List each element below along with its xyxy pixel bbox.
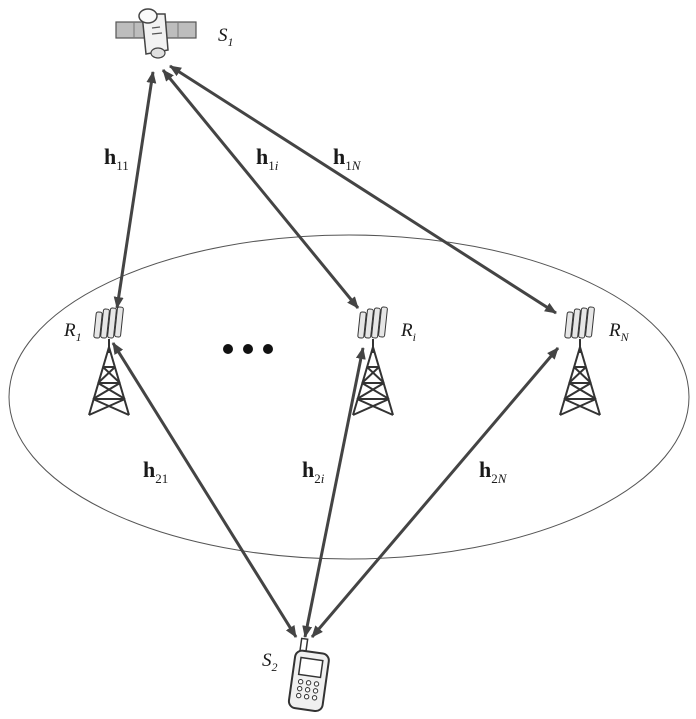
label-rn-sub: N [620,330,629,344]
label-s2-main: S [262,650,272,671]
h2i-sub-b: i [320,471,325,486]
label-ri: Ri [401,321,416,343]
label-ri-sub: i [412,330,416,344]
label-s1-sub: 1 [227,35,234,49]
relay-coverage-ellipse [8,234,690,560]
relay-tower-icon-i [352,306,394,416]
h1n-sub-b: N [351,158,361,173]
link-h11 [113,71,157,309]
h11-sub-a: 1 [116,158,123,173]
relay-tower-icon-n [559,306,601,416]
satellite-icon [115,8,197,59]
h11-sub-b: 1 [122,158,129,173]
label-rn: RN [609,321,629,343]
channel-label-h21: h21 [143,457,169,486]
link-h1i [161,69,360,309]
link-h21 [111,342,298,638]
label-s2: S2 [262,651,278,673]
h1n-sub-a: 1 [345,158,352,173]
label-r1-main: R [64,320,76,341]
link-h2N [310,347,560,638]
label-r1-sub: 1 [75,330,82,344]
channel-label-h2i: h2i [302,457,325,486]
h1n-symbol: h [333,144,346,169]
channel-label-h1n: h1N [333,144,361,173]
channel-label-h1i: h1i [256,144,279,173]
label-r1: R1 [64,321,82,343]
h1i-symbol: h [256,144,269,169]
h2i-symbol: h [302,457,315,482]
label-s1-main: S [218,25,228,46]
relay-tower-icon-1 [88,306,130,416]
link-h1N [169,64,557,315]
channel-label-h2n: h2N [479,457,507,486]
label-s1: S1 [218,26,234,48]
h2n-sub-a: 2 [491,471,498,486]
label-rn-main: R [609,320,621,341]
h21-symbol: h [143,457,156,482]
h21-sub-a: 2 [155,471,162,486]
h1i-sub-a: 1 [268,158,275,173]
h2i-sub-a: 2 [314,471,321,486]
h21-sub-b: 1 [161,471,169,486]
label-s2-sub: 2 [271,660,278,674]
channel-label-h11: h11 [104,144,129,173]
h1i-sub-b: i [274,158,279,173]
mobile-phone-icon [287,637,330,713]
link-h2i [302,347,366,638]
relay-ellipsis-dots [223,344,273,354]
h11-symbol: h [104,144,117,169]
label-ri-main: R [401,320,413,341]
h2n-sub-b: N [497,471,507,486]
h2n-symbol: h [479,457,492,482]
